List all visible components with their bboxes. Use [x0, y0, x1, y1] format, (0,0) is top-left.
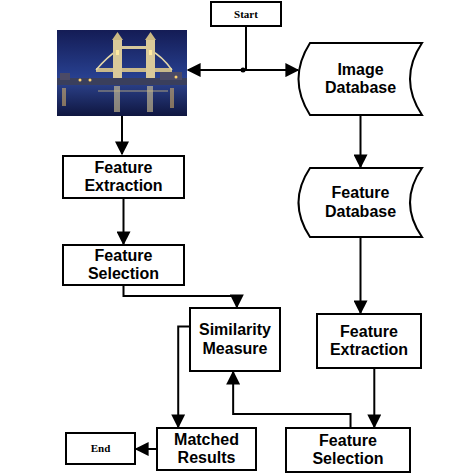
terminal-box: Start [210, 1, 282, 27]
node-label: Feature Selection [287, 432, 409, 469]
city-photo [57, 30, 187, 116]
store-shape [299, 43, 423, 115]
flow-arrow [136, 448, 156, 450]
node-label: End [91, 442, 111, 455]
node-label: Similarity Measure [191, 321, 279, 358]
node-label: Image Database [312, 61, 409, 98]
data-store: Image Database [298, 42, 423, 116]
flow-arrow [360, 116, 362, 167]
process-box: Feature Selection [285, 427, 411, 473]
node-label: Start [234, 8, 258, 21]
data-store: Feature Database [298, 167, 423, 238]
photo-arrow [188, 69, 243, 71]
photo-arrow [121, 116, 123, 154]
node-label: Feature Database [312, 184, 409, 221]
junction-dot [241, 68, 246, 73]
process-box: Feature Extraction [316, 313, 422, 369]
process-box: Matched Results [156, 427, 257, 471]
flow-arrow [246, 27, 298, 70]
flow-arrow [123, 199, 125, 244]
process-box: Feature Selection [62, 244, 185, 286]
flow-arrow [373, 369, 375, 427]
flow-arrow [124, 286, 237, 307]
process-box: Feature Extraction [62, 155, 185, 199]
store-shape [299, 168, 423, 237]
terminal-box: End [65, 432, 136, 465]
node-label: Feature Extraction [64, 159, 183, 196]
flow-arrow [360, 238, 362, 313]
node-label: Matched Results [158, 431, 255, 468]
flow-arrow [233, 372, 350, 427]
node-label: Feature Selection [64, 247, 183, 284]
node-label: Feature Extraction [318, 323, 420, 360]
process-box: Similarity Measure [189, 307, 281, 372]
flow-arrow [178, 327, 189, 428]
